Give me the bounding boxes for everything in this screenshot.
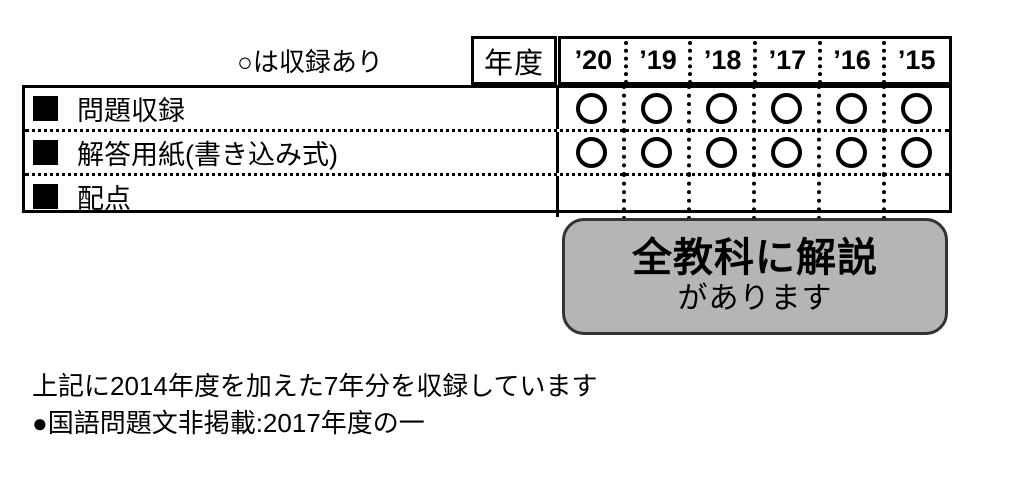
table-cell: [817, 173, 884, 220]
black-square-bullet-icon: [33, 184, 58, 209]
circle-mark-icon: [901, 137, 932, 168]
circle-mark-icon: [706, 93, 737, 124]
callout-subtext: があります: [677, 281, 833, 315]
year-column-header: ’15: [882, 39, 949, 84]
footnote-line: ●国語問題文非掲載:2017年度の一: [32, 408, 425, 438]
table-cell: [622, 173, 689, 220]
circle-mark-icon: [641, 93, 672, 124]
table-cell: [687, 85, 754, 132]
table-cell: [752, 129, 819, 176]
table-row: 問題収録: [25, 85, 949, 132]
footnotes: 上記に2014年度を加えた7年分を収録しています ●国語問題文非掲載:2017年…: [32, 368, 832, 442]
table-row: 配点: [25, 173, 949, 220]
year-column-header: ’18: [688, 39, 755, 84]
table-cell: [882, 173, 949, 220]
contents-table: 問題収録 解答用紙(書き込み式) 配点: [22, 85, 952, 220]
circle-mark-icon: [836, 137, 867, 168]
row-label-text: 問題収録: [77, 96, 185, 126]
row-label: 問題収録: [25, 89, 556, 128]
table-cell: [622, 85, 689, 132]
table-cell: [559, 88, 624, 129]
table-cell: [687, 173, 754, 220]
row-label: 解答用紙(書き込み式): [25, 133, 556, 172]
circle-mark-icon: [576, 137, 607, 168]
circle-mark-icon: [641, 137, 672, 168]
table-row: 解答用紙(書き込み式): [25, 129, 949, 176]
circle-mark-icon: [706, 137, 737, 168]
footnote-line: 上記に2014年度を加えた7年分を収録しています: [32, 371, 598, 401]
row-label: 配点: [25, 177, 556, 216]
circle-mark-icon: [836, 93, 867, 124]
row-label-text: 解答用紙(書き込み式): [77, 140, 338, 170]
year-column-header: ’16: [817, 39, 885, 84]
year-header-cell: 年度: [471, 36, 557, 85]
table-cell: [622, 129, 689, 176]
circle-mark-icon: [576, 93, 607, 124]
commentary-callout: 全教科に解説 があります: [562, 218, 948, 335]
circle-mark-icon: [771, 93, 802, 124]
row-cells: [556, 85, 949, 132]
year-header-strip: ’20 ’19 ’18 ’17 ’16 ’15: [558, 36, 952, 85]
year-column-header: ’17: [753, 39, 820, 84]
row-cells: [556, 129, 949, 176]
black-square-bullet-icon: [33, 140, 58, 165]
table-cell: [882, 85, 949, 132]
year-column-header: ’20: [574, 45, 613, 75]
year-column-header: ’19: [623, 39, 691, 84]
table-cell: [559, 176, 624, 217]
table-cell: [752, 173, 819, 220]
table-cell: [559, 132, 624, 173]
table-cell: [687, 129, 754, 176]
table-cell: [817, 85, 884, 132]
black-square-bullet-icon: [33, 96, 58, 121]
row-label-text: 配点: [77, 184, 131, 214]
table-cell: [752, 85, 819, 132]
table-cell: [882, 129, 949, 176]
callout-heading: 全教科に解説: [632, 235, 878, 280]
table-cell: [817, 129, 884, 176]
circle-mark-icon: [771, 137, 802, 168]
circle-mark-icon: [901, 93, 932, 124]
row-cells: [556, 173, 949, 220]
year-header-label: 年度: [483, 47, 544, 80]
legend-text: ○は収録あり: [237, 47, 383, 77]
